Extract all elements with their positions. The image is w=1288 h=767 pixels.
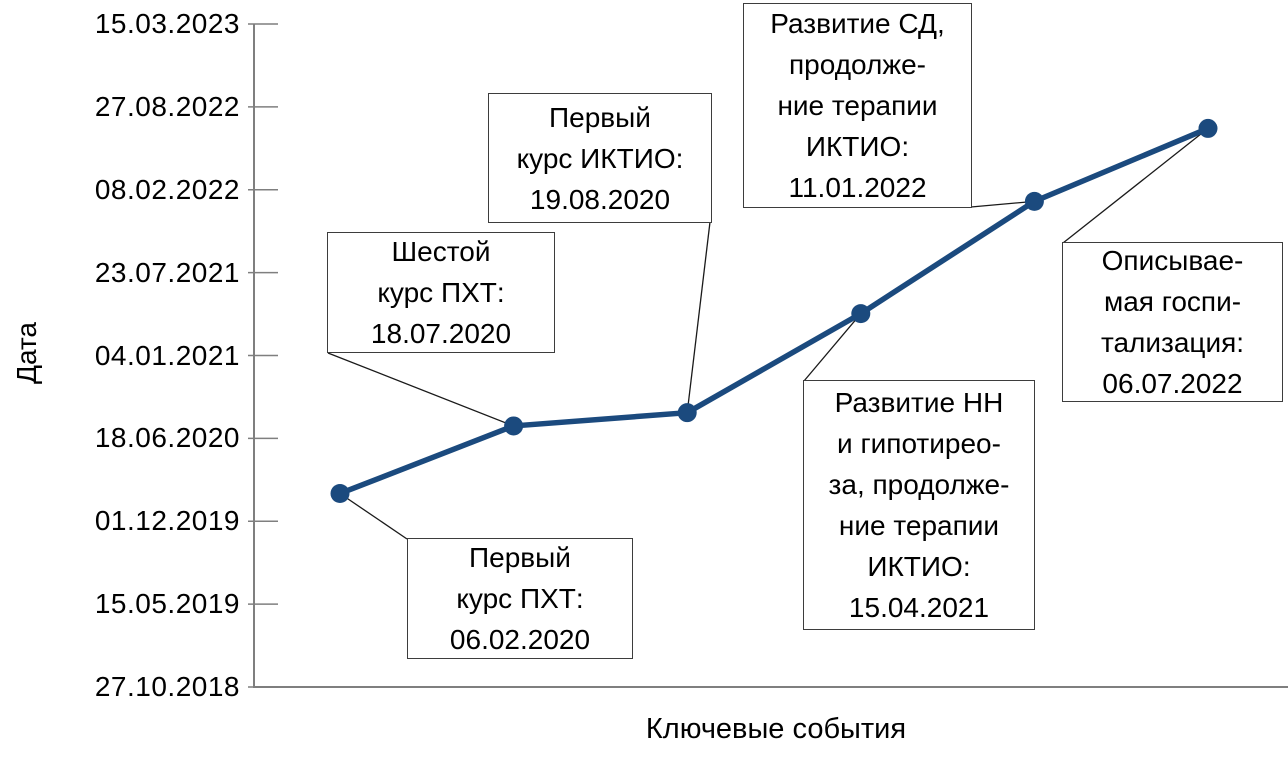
- x-axis-title: Ключевые события: [645, 713, 907, 745]
- y-tick-label: 27.10.2018: [94, 671, 240, 702]
- y-tick-label: 15.05.2019: [94, 588, 240, 620]
- y-tick-label: 27.08.2022: [94, 90, 240, 122]
- leader-line: [803, 313, 862, 382]
- y-tick-label: 15.03.2023: [94, 8, 240, 39]
- leader-line: [339, 492, 408, 540]
- y-tick-label: 23.07.2021: [94, 256, 240, 288]
- data-line: [337, 125, 1211, 497]
- data-point-marker: [330, 483, 350, 503]
- y-tick-label: 08.02.2022: [94, 173, 240, 205]
- leader-line: [686, 221, 711, 413]
- annotation-described-hospitalization: Описывае- мая госпи- тализация: 06.07.20…: [1062, 242, 1283, 402]
- axis-ticks: [248, 23, 278, 688]
- y-tick-label: 18.06.2020: [94, 422, 240, 454]
- data-point-marker: [677, 403, 697, 423]
- data-point-marker: [851, 304, 871, 324]
- leader-line: [1062, 127, 1209, 244]
- y-tick-label: 01.12.2019: [94, 505, 240, 537]
- annotation-first-pct-course: Первый курс ПХТ: 06.02.2020: [407, 538, 633, 659]
- leader-line: [970, 200, 1035, 208]
- annotation-diabetes: Развитие СД, продолже- ние терапии ИКТИО…: [743, 3, 972, 208]
- data-point-marker: [1198, 118, 1218, 138]
- data-points: [330, 118, 1218, 503]
- annotation-first-ici-course: Первый курс ИКТИО: 19.08.2020: [488, 93, 712, 223]
- data-point-marker: [1024, 191, 1044, 211]
- leader-lines: [327, 127, 1209, 540]
- data-point-marker: [504, 416, 524, 436]
- annotation-sixth-pct-course: Шестой курс ПХТ: 18.07.2020: [327, 232, 555, 353]
- leader-line: [327, 352, 514, 427]
- y-tick-label: 04.01.2021: [94, 339, 240, 371]
- annotation-ai-hypothyroidism: Развитие НН и гипотирео- за, продолже- н…: [803, 380, 1035, 630]
- y-axis-title: Дата: [11, 322, 42, 385]
